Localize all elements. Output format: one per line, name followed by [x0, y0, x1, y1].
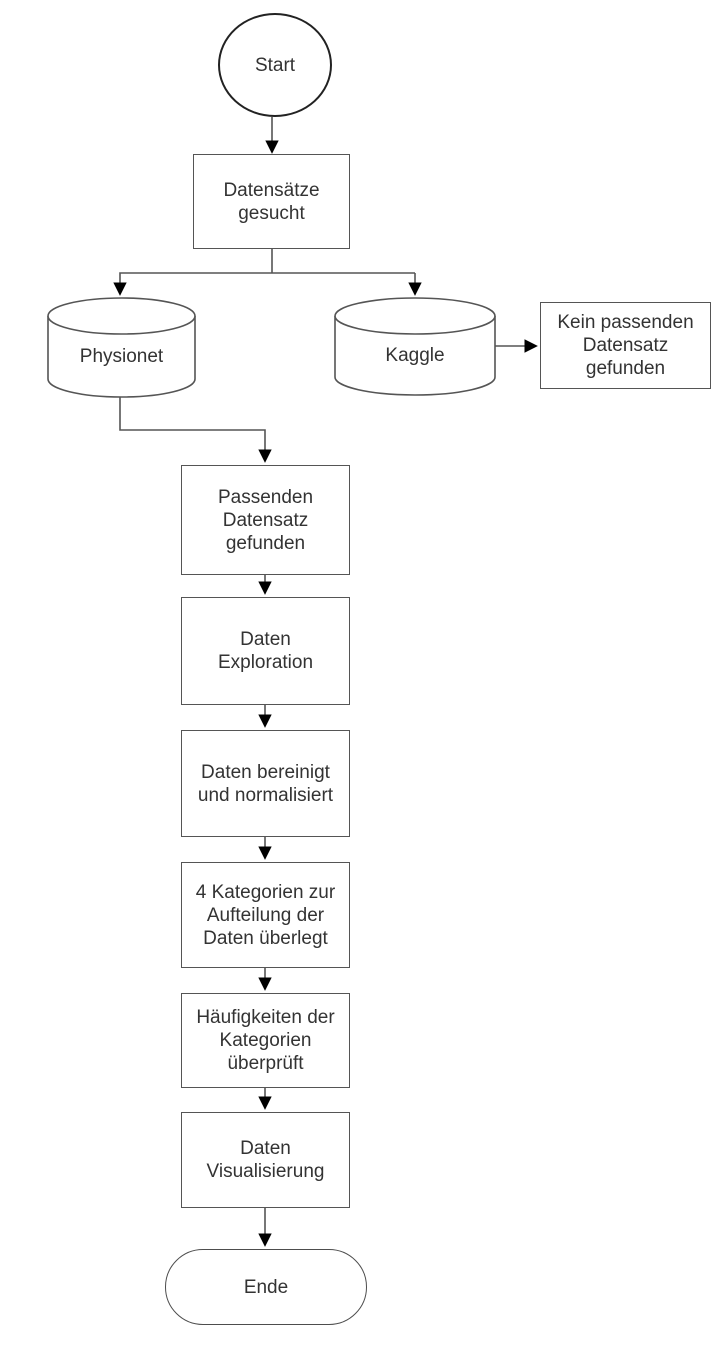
physionet-label: Physionet: [79, 346, 164, 367]
haeufigkeiten-ueberprueft-label: Häufigkeiten der Kategorien überprüft: [196, 1007, 335, 1074]
start-node-label: Start: [254, 54, 296, 76]
connector-physionet-to-passenden: [119, 397, 272, 463]
passenden-datensatz-node: Passenden Datensatz gefunden: [181, 465, 350, 575]
daten-exploration-node: Daten Exploration: [181, 597, 350, 705]
daten-visualisierung-label: Daten Visualisierung: [206, 1138, 325, 1182]
kein-passenden-datensatz-label: Kein passenden Datensatz gefunden: [557, 312, 694, 379]
kaggle-label: Kaggle: [385, 345, 445, 366]
haeufigkeiten-ueberprueft-node: Häufigkeiten der Kategorien überprüft: [181, 993, 350, 1088]
datensaetze-gesucht-node: Datensätze gesucht: [193, 154, 350, 249]
daten-visualisierung-node: Daten Visualisierung: [181, 1112, 350, 1208]
passenden-datensatz-label: Passenden Datensatz gefunden: [217, 486, 314, 554]
kategorien-ueberlegt-node: 4 Kategorien zur Aufteilung der Daten üb…: [181, 862, 350, 968]
ende-node-label: Ende: [243, 1276, 289, 1298]
kein-passenden-datensatz-node: Kein passenden Datensatz gefunden: [540, 302, 711, 389]
kaggle-database-node: Kaggle: [335, 316, 495, 395]
datensaetze-gesucht-label: Datensätze gesucht: [223, 179, 320, 224]
daten-exploration-label: Daten Exploration: [217, 629, 314, 673]
physionet-database-node: Physionet: [48, 316, 195, 397]
physionet-cylinder-shape: [47, 297, 196, 398]
daten-bereinigt-node: Daten bereinigt und normalisiert: [181, 730, 350, 837]
kategorien-ueberlegt-label: 4 Kategorien zur Aufteilung der Daten üb…: [195, 881, 336, 949]
connector-branch-to-physionet: [113, 272, 415, 296]
kaggle-cylinder-shape: [334, 297, 496, 396]
daten-bereinigt-label: Daten bereinigt und normalisiert: [197, 761, 334, 806]
ende-node: Ende: [165, 1249, 367, 1325]
start-node: Start: [218, 13, 332, 117]
